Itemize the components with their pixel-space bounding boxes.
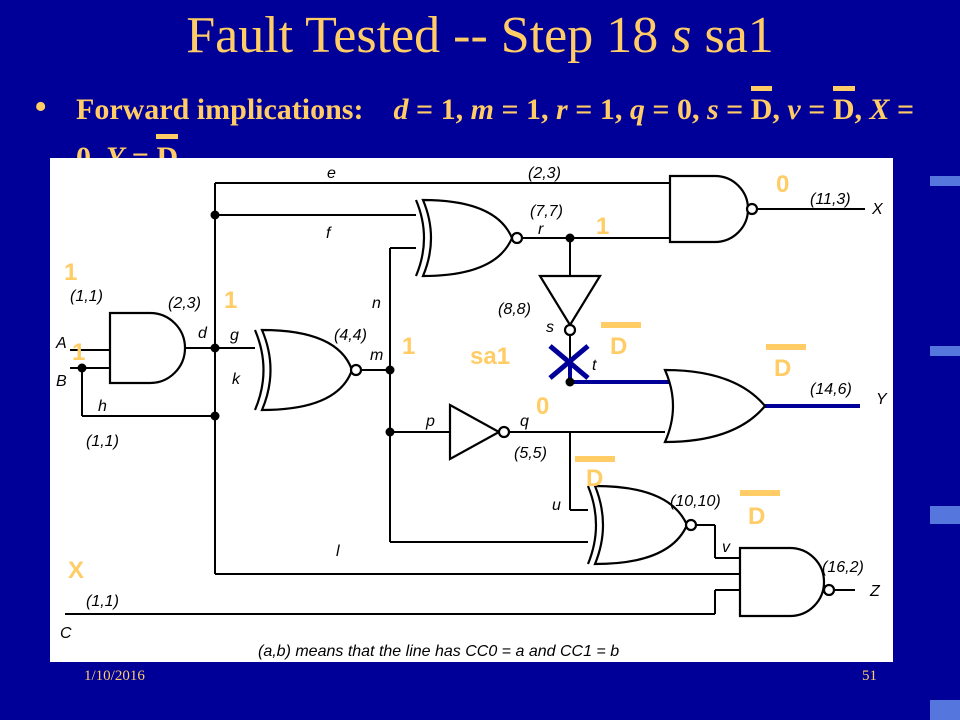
cc-z: (16,2) bbox=[822, 559, 864, 576]
overbar-t bbox=[601, 322, 641, 328]
footer-date: 1/10/2016 bbox=[84, 668, 145, 684]
decoration-stripe bbox=[930, 700, 960, 720]
junction-dots bbox=[77, 210, 575, 437]
net-label-s: s bbox=[546, 319, 554, 336]
cc-x: (11,3) bbox=[810, 191, 851, 208]
cc-v: (10,10) bbox=[670, 493, 721, 510]
cc-s: (8,8) bbox=[498, 301, 531, 318]
implication-s: s = D, bbox=[707, 86, 787, 126]
cc-y: (14,6) bbox=[810, 381, 852, 398]
input-label-b: B bbox=[56, 373, 67, 390]
value-a: 1 bbox=[64, 259, 77, 286]
cc-d: (2,3) bbox=[168, 295, 201, 312]
or-gate-y bbox=[663, 368, 767, 444]
cc-c: (1,1) bbox=[86, 593, 119, 610]
implication-m: m = 1, bbox=[470, 93, 557, 126]
overbar-v bbox=[740, 490, 780, 496]
net-label-v: v bbox=[722, 539, 731, 556]
value-c: X bbox=[68, 557, 84, 584]
xor-gate-v bbox=[586, 484, 698, 566]
slide-number: 51 bbox=[862, 668, 877, 684]
net-label-r: r bbox=[538, 221, 544, 238]
output-label-y: Y bbox=[876, 391, 888, 408]
value-q: 0 bbox=[536, 393, 549, 420]
slide-title: Fault Tested -- Step 18 s sa1 bbox=[186, 7, 774, 64]
net-label-g: g bbox=[230, 327, 239, 344]
decoration-stripe bbox=[930, 506, 960, 524]
xnor-gate-r bbox=[414, 198, 524, 278]
cc-m: (4,4) bbox=[334, 327, 367, 344]
net-label-m: m bbox=[370, 347, 383, 364]
not-gate-q bbox=[448, 403, 511, 461]
fault-label: sa1 bbox=[470, 343, 510, 370]
value-x: 0 bbox=[776, 171, 789, 198]
cc-legend: (a,b) means that the line has CC0 = a an… bbox=[258, 643, 619, 660]
value-b: 1 bbox=[72, 339, 85, 366]
net-label-d: d bbox=[198, 325, 208, 342]
value-t: D bbox=[610, 333, 627, 360]
net-label-k: k bbox=[232, 371, 241, 388]
bullet-dot: • bbox=[34, 86, 48, 128]
decoration-stripe bbox=[930, 346, 960, 356]
nand-gate-x bbox=[668, 174, 759, 244]
net-label-h: h bbox=[98, 398, 107, 415]
cc-b: (1,1) bbox=[86, 433, 119, 450]
cc-e: (2,3) bbox=[528, 165, 561, 182]
decoration-stripe bbox=[930, 176, 960, 186]
implication-v: v = D, bbox=[787, 86, 869, 126]
net-label-f: f bbox=[326, 225, 332, 242]
value-v: D bbox=[748, 503, 765, 530]
wires bbox=[65, 182, 865, 615]
cc-r: (7,7) bbox=[530, 203, 563, 220]
output-label-z: Z bbox=[869, 583, 881, 600]
nor-gate-m bbox=[253, 328, 363, 412]
implication-q: q = 0, bbox=[629, 93, 707, 126]
overbar-u bbox=[575, 456, 615, 462]
implication-d: d = 1, bbox=[393, 93, 471, 126]
output-label-x: X bbox=[871, 201, 884, 218]
net-label-n: n bbox=[372, 295, 381, 312]
input-label-a: A bbox=[55, 335, 67, 352]
and-gate-d bbox=[108, 311, 187, 385]
circuit-diagram: A B C X Y Z e f d g k h m n l p q r s t … bbox=[50, 158, 893, 662]
not-gate-s bbox=[538, 274, 602, 337]
fault-x-marker bbox=[548, 344, 590, 380]
cc-a: (1,1) bbox=[70, 288, 103, 305]
value-d: 1 bbox=[224, 287, 237, 314]
nand-gate-z bbox=[738, 546, 836, 618]
net-label-l: l bbox=[336, 543, 340, 560]
implications-lead: Forward implications: bbox=[76, 93, 364, 126]
value-r: 1 bbox=[596, 213, 609, 240]
net-label-p: p bbox=[425, 413, 435, 430]
net-label-u: u bbox=[552, 497, 561, 514]
cc-q: (5,5) bbox=[514, 445, 547, 462]
net-label-e: e bbox=[327, 165, 336, 182]
value-y: D bbox=[774, 355, 791, 382]
net-label-q: q bbox=[520, 413, 529, 430]
value-m: 1 bbox=[402, 333, 415, 360]
implication-r: r = 1, bbox=[556, 93, 630, 126]
input-label-c: C bbox=[60, 625, 72, 642]
net-label-t: t bbox=[592, 357, 597, 374]
overbar-y bbox=[766, 344, 806, 350]
value-u: D bbox=[586, 465, 603, 492]
